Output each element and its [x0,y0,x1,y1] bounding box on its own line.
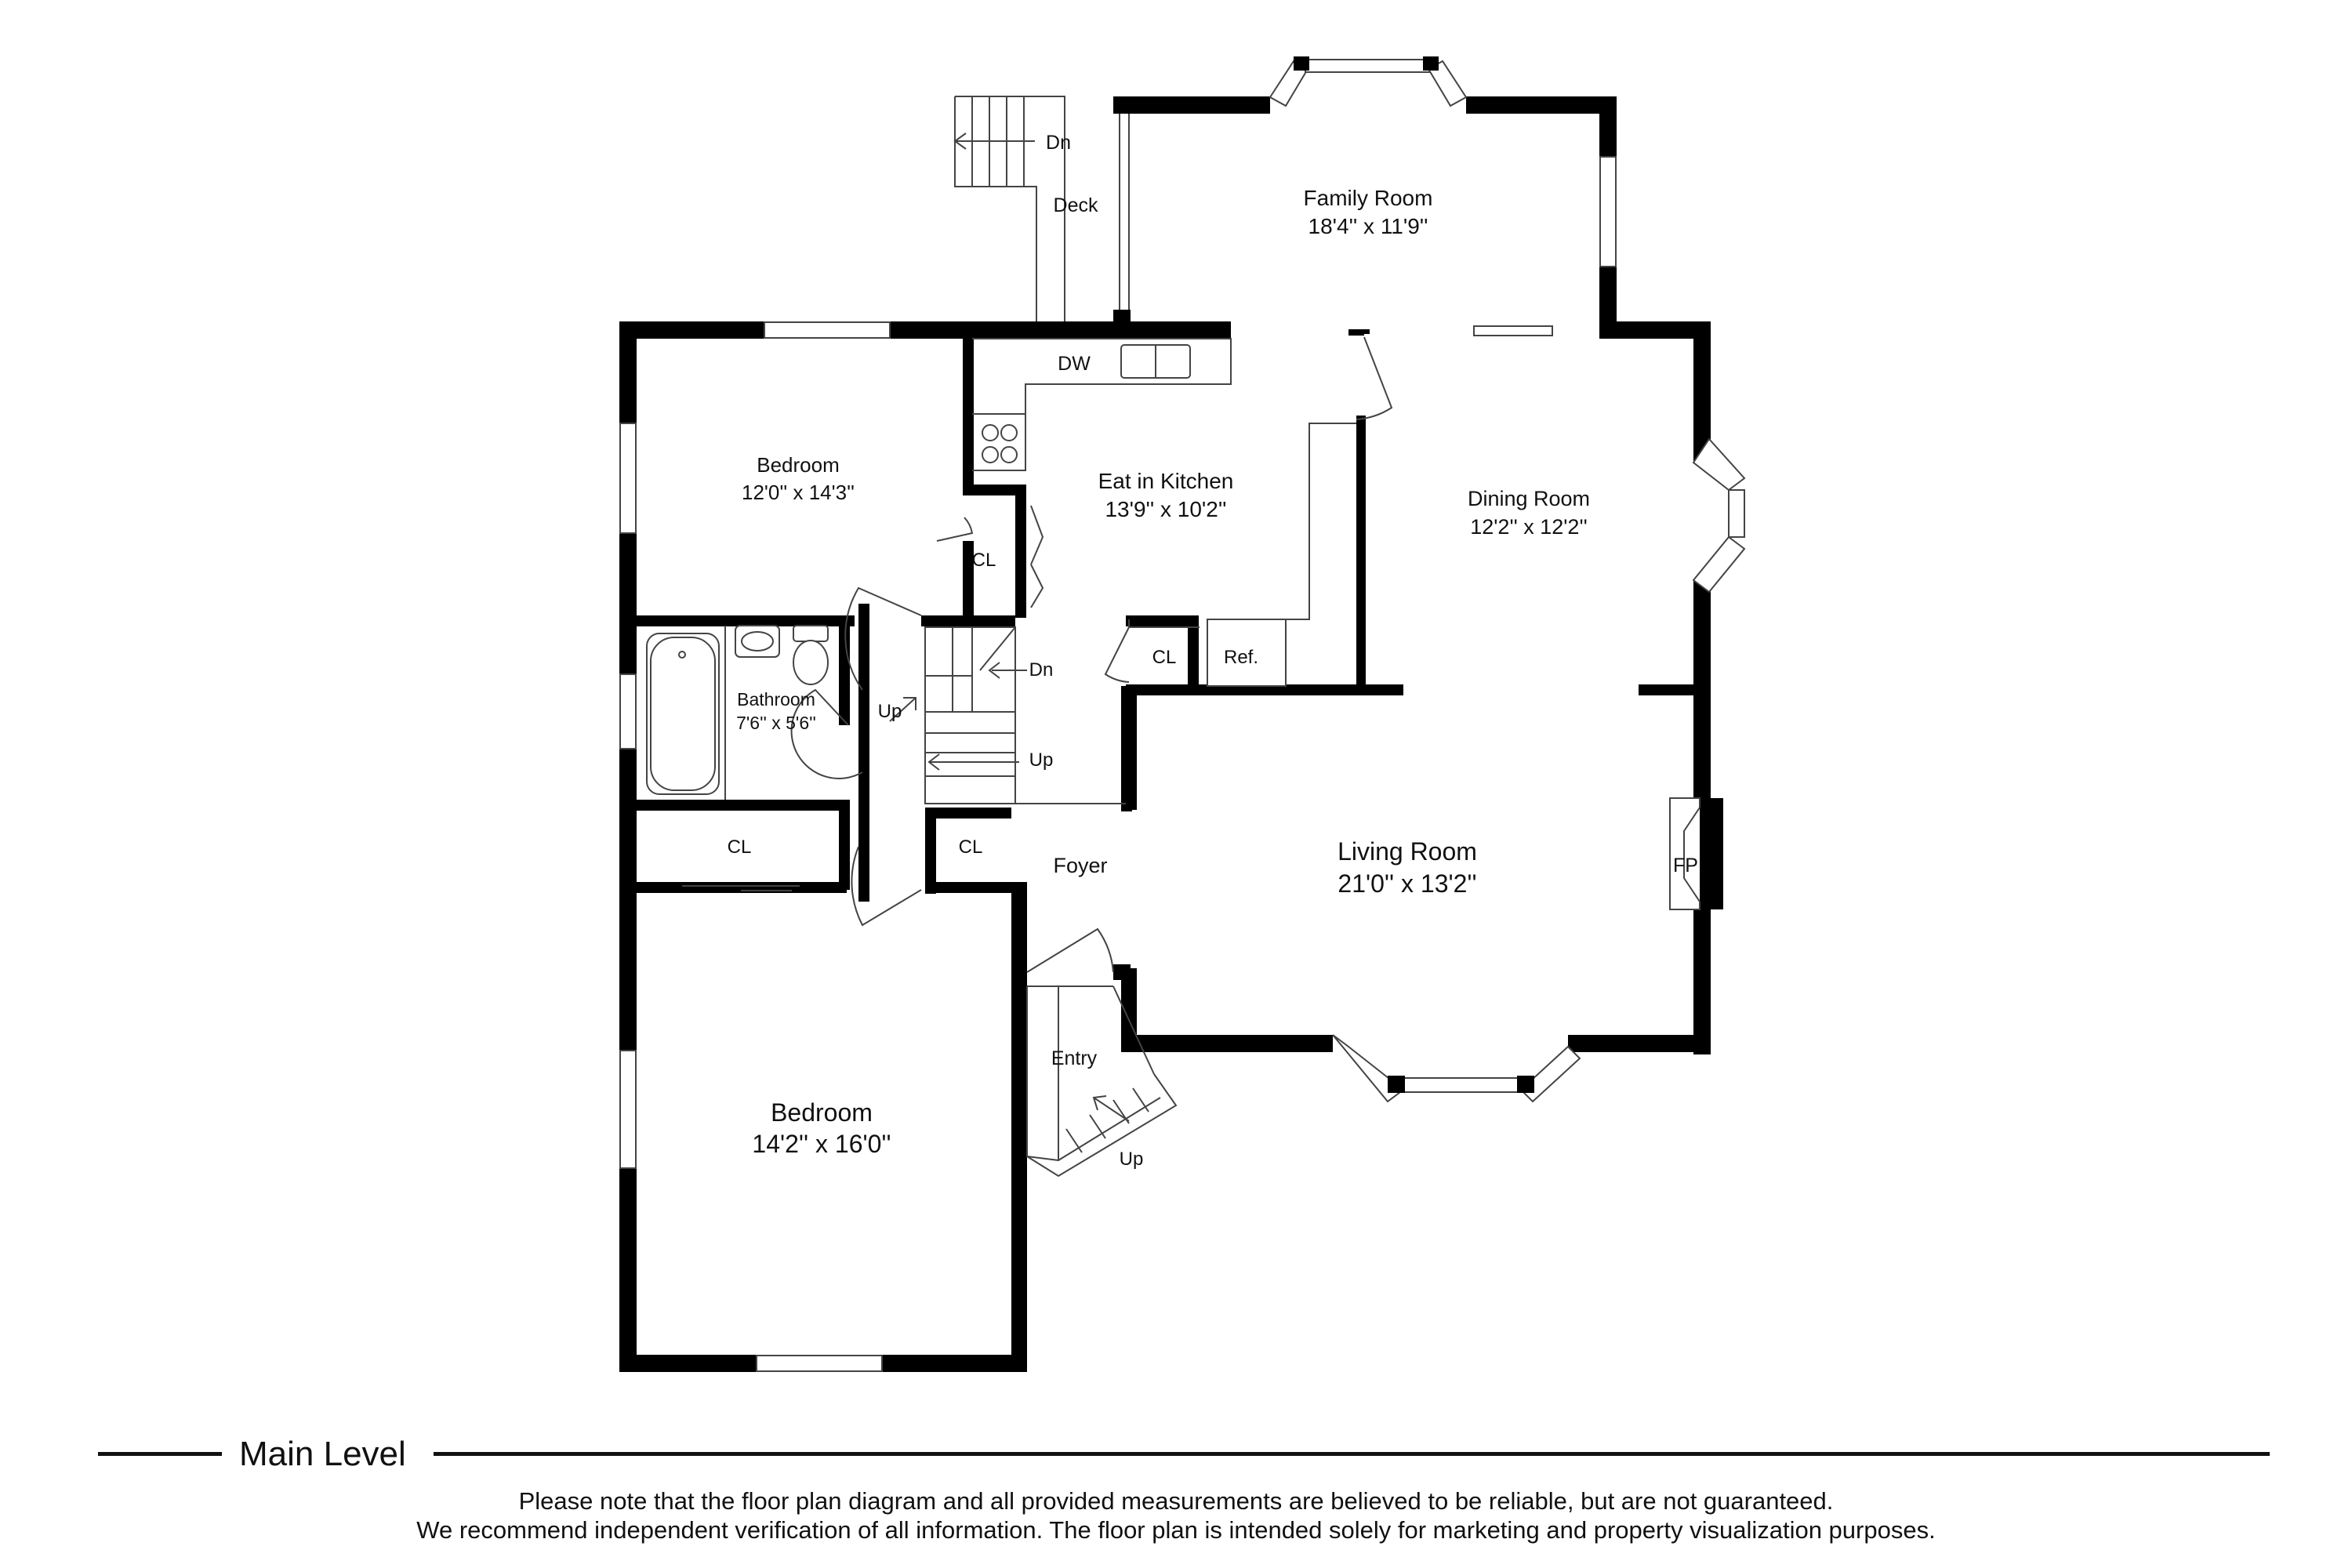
level-title: Main Level [239,1435,406,1473]
family-room-name: Family Room [1304,186,1433,210]
disclaimer-line-1: Please note that the floor plan diagram … [518,1487,1834,1515]
disclaimer-line-2: We recommend independent verification of… [416,1516,1936,1544]
room-labels: Family Room 18'4'' x 11'9'' Dining Room … [728,132,1698,1170]
dining-room-dims: 12'2'' x 12'2'' [1470,515,1588,539]
living-room-dims: 21'0'' x 13'2'' [1338,869,1476,898]
family-room-dims: 18'4'' x 11'9'' [1308,214,1428,238]
dishwasher-label: DW [1058,353,1091,375]
bedroom-bottom-dims: 14'2'' x 16'0'' [752,1130,891,1158]
details [646,96,1700,1178]
fireplace-label: FP [1673,855,1698,877]
dining-room-name: Dining Room [1468,487,1590,510]
stairs-up-label: Up [1029,750,1054,771]
closet-foyer-label: CL [959,837,983,858]
windows [619,56,1746,1372]
entry-stairs-label: Up [1120,1149,1144,1170]
closet-hall-label: CL [728,837,752,858]
refrigerator-label: Ref. [1224,647,1258,668]
footer-line-right [434,1452,2270,1456]
footer-line-left [98,1452,222,1456]
bedroom-top-name: Bedroom [757,453,840,477]
bathroom-dims: 7'6'' x 5'6'' [736,713,816,733]
bathroom-name: Bathroom [737,689,815,710]
kitchen-name: Eat in Kitchen [1098,469,1234,493]
entry-label: Entry [1051,1047,1098,1069]
kitchen-dims: 13'9'' x 10'2'' [1105,497,1226,521]
deck-stairs-label: Dn [1046,132,1071,154]
living-room-name: Living Room [1338,837,1477,866]
closet-bedroom-label: CL [972,550,996,571]
stairs-down-label: Dn [1029,659,1054,681]
bedroom-bottom-name: Bedroom [771,1098,873,1127]
foyer-label: Foyer [1053,854,1107,877]
walls [619,96,1723,1372]
stairs-up-hall-label: Up [878,701,902,722]
closet-kitchen-label: CL [1152,647,1177,668]
bedroom-top-dims: 12'0'' x 14'3'' [742,481,855,504]
deck-label: Deck [1054,194,1098,216]
